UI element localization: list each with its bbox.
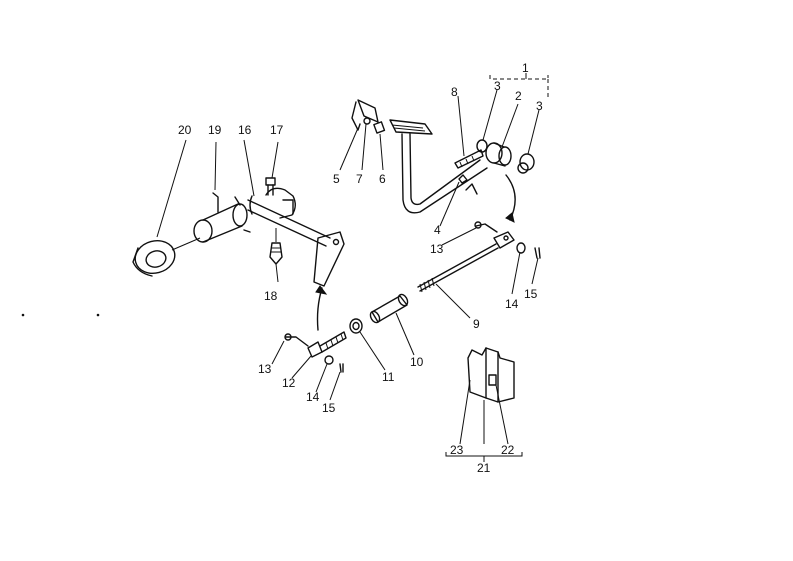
label-part-6: 6	[379, 172, 386, 186]
pedal-assembly	[351, 99, 535, 223]
label-part-5: 5	[333, 172, 340, 186]
label-part-15: 15	[322, 401, 336, 415]
label-part-13: 13	[430, 242, 444, 256]
label-part-9: 9	[473, 317, 480, 331]
label-part-7: 7	[356, 172, 363, 186]
cross-shaft-part-16	[247, 187, 345, 287]
label-part-12: 12	[282, 376, 296, 390]
spacer-tube-part-10	[369, 293, 409, 324]
sleeve-part-19	[193, 192, 251, 243]
label-part-1: 1	[522, 61, 529, 75]
label-part-8: 8	[451, 85, 458, 99]
label-part-4: 4	[434, 223, 441, 237]
label-part-19: 19	[208, 123, 222, 137]
screw-part-18	[269, 228, 283, 265]
label-part-17: 17	[270, 123, 284, 137]
label-part-10: 10	[410, 355, 424, 369]
label-part-3: 3	[494, 79, 501, 93]
part-number-labels: 1 2 3 3 4 5 6 7 8 9 10 11 12 13 13 14 14…	[178, 61, 543, 475]
label-part-22: 22	[501, 443, 515, 457]
grease-fitting-part-17	[265, 177, 276, 196]
label-part-15: 15	[524, 287, 538, 301]
label-part-20: 20	[178, 123, 192, 137]
label-part-21: 21	[477, 461, 491, 475]
seal-ring-part-20	[132, 237, 201, 277]
bracket-assembly-part-21	[445, 347, 523, 462]
connecting-rod-part-9	[417, 221, 541, 293]
nut-part-11	[349, 318, 363, 334]
label-part-3: 3	[536, 99, 543, 113]
leader-lines	[156, 89, 540, 401]
label-part-23: 23	[450, 443, 464, 457]
label-part-2: 2	[515, 89, 522, 103]
label-part-14: 14	[306, 390, 320, 404]
label-part-18: 18	[264, 289, 278, 303]
label-part-13: 13	[258, 362, 272, 376]
stray-mark	[21, 313, 25, 317]
label-part-11: 11	[382, 370, 395, 384]
label-part-14: 14	[505, 297, 519, 311]
label-bracket-part-1	[489, 75, 549, 100]
threaded-clevis-part-12	[284, 285, 347, 373]
stray-mark	[96, 313, 100, 317]
label-part-16: 16	[238, 123, 252, 137]
